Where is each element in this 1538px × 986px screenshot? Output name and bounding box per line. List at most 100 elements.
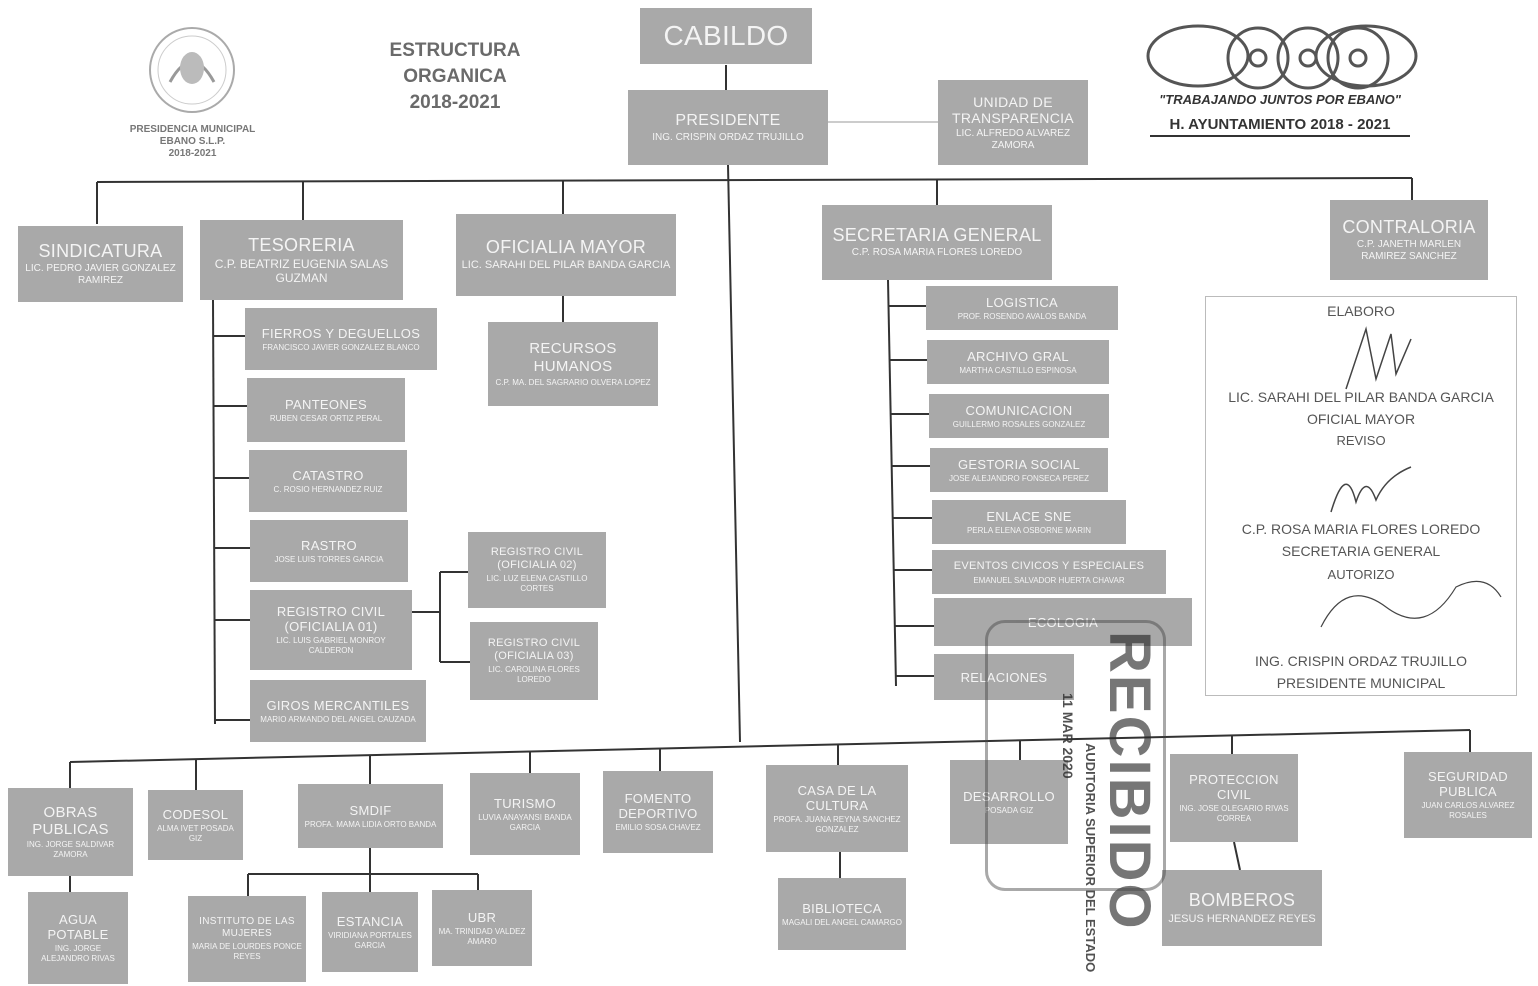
node-holder: LIC. PEDRO JAVIER GONZALEZ RAMIREZ (25, 262, 176, 286)
seal-caption-line: EBANO S.L.P. (159, 136, 226, 147)
node-title: UBR (467, 909, 497, 925)
node-holder: JOSE LUIS TORRES GARCIA (274, 554, 384, 564)
node-title: OFICIALIA MAYOR (485, 237, 647, 257)
node-obras: OBRAS PUBLICAS ING. JORGE SALDIVAR ZAMOR… (8, 788, 133, 876)
node-title: BIBLIOTECA (802, 900, 882, 916)
node-title: CASA DE LA CULTURA (797, 782, 877, 813)
node-biblioteca: BIBLIOTECA MAGALI DEL ANGEL CAMARGO (778, 878, 906, 950)
node-holder: MARIO ARMANDO DEL ANGEL CAUZADA (260, 714, 416, 724)
node-title: RECURSOS HUMANOS (529, 340, 617, 375)
title-line: ESTRUCTURA (389, 40, 521, 61)
node-seguridad: SEGURIDAD PUBLICA JUAN CARLOS ALVAREZ RO… (1404, 752, 1532, 838)
node-title: SMDIF (349, 802, 392, 818)
node-holder: C.P. JANETH MARLEN RAMIREZ SANCHEZ (1356, 238, 1462, 262)
node-holder: ING. JORGE ALEJANDRO RIVAS (41, 944, 115, 963)
signature-panel: ELABORO LIC. SARAHI DEL PILAR BANDA GARC… (1205, 296, 1517, 696)
node-holder: LIC. LUIS GABRIEL MONROY CALDERON (276, 636, 386, 655)
elaboro-label: ELABORO (1327, 303, 1395, 319)
node-holder: ING. JOSE OLEGARIO RIVAS CORREA (1179, 804, 1289, 823)
node-title: EVENTOS CIVICOS Y ESPECIALES (953, 559, 1145, 572)
node-title: ENLACE SNE (986, 508, 1072, 524)
node-ecologia: ECOLOGIA (934, 598, 1192, 646)
node-secretaria: SECRETARIA GENERAL C.P. ROSA MARIA FLORE… (822, 205, 1052, 280)
node-instituto: INSTITUTO DE LAS MUJERES MARIA DE LOURDE… (188, 896, 306, 982)
node-title: RASTRO (301, 537, 357, 553)
node-smdif: SMDIF PROFA. MAMA LIDIA ORTO BANDA (298, 784, 443, 848)
node-holder: LIC. ALFREDO ALVAREZ ZAMORA (955, 127, 1071, 151)
node-contraloria: CONTRALORIA C.P. JANETH MARLEN RAMIREZ S… (1330, 200, 1488, 280)
signature-mark (1330, 466, 1412, 513)
node-archivo: ARCHIVO GRAL MARTHA CASTILLO ESPINOSA (927, 340, 1109, 384)
node-holder: C.P. ROSA MARIA FLORES LOREDO (851, 247, 1023, 258)
node-presidente: PRESIDENTE ING. CRISPIN ORDAZ TRUJILLO (628, 90, 828, 165)
node-transparencia: UNIDAD DE TRANSPARENCIA LIC. ALFREDO ALV… (938, 80, 1088, 165)
seal-caption-line: PRESIDENCIA MUNICIPAL (129, 124, 256, 135)
node-holder: PROF. ROSENDO AVALOS BANDA (957, 311, 1087, 321)
reviso-name: C.P. ROSA MARIA FLORES LOREDO (1241, 521, 1481, 537)
node-title: TURISMO (493, 795, 557, 811)
node-title: SECRETARIA GENERAL (832, 225, 1042, 245)
node-holder: PROFA. JUANA REYNA SANCHEZ GONZALEZ (773, 814, 901, 834)
node-title: CABILDO (663, 20, 789, 51)
page-title: ESTRUCTURA ORGANICA 2018-2021 (370, 38, 540, 116)
reviso-label: REVISO (1336, 433, 1386, 448)
node-registro-02: REGISTRO CIVIL (OFICIALIA 02) LIC. LUZ E… (468, 532, 606, 608)
node-codesol: CODESOL ALMA IVET POSADA GIZ (148, 790, 243, 860)
node-gestoria: GESTORIA SOCIAL JOSE ALEJANDRO FONSECA P… (930, 448, 1108, 492)
node-holder: MARTHA CASTILLO ESPINOSA (959, 365, 1077, 375)
node-catastro: CATASTRO C. ROSIO HERNANDEZ RUIZ (249, 450, 407, 512)
node-title: REGISTRO CIVIL (OFICIALIA 02) (490, 546, 584, 571)
smile-rings-icon (1146, 24, 1418, 90)
node-title: SEGURIDAD PUBLICA (1428, 769, 1508, 799)
signature-mark (1345, 326, 1412, 390)
node-holder: MAGALI DEL ANGEL CAMARGO (782, 917, 902, 927)
node-relaciones: RELACIONES (934, 654, 1074, 700)
node-holder: JESUS HERNANDEZ REYES (1168, 912, 1316, 925)
node-holder: VIRIDIANA PORTALES GARCIA (328, 930, 412, 950)
node-title: CODESOL (162, 806, 229, 822)
node-title: OBRAS PUBLICAS (32, 804, 109, 838)
autorizo-name: ING. CRISPIN ORDAZ TRUJILLO (1254, 653, 1468, 669)
node-comunicacion: COMUNICACION GUILLERMO ROSALES GONZALEZ (929, 394, 1109, 438)
node-registro-03: REGISTRO CIVIL (OFICIALIA 03) LIC. CAROL… (470, 622, 598, 700)
node-holder: JOSE ALEJANDRO FONSECA PEREZ (948, 473, 1090, 483)
node-title: ARCHIVO GRAL (967, 348, 1069, 364)
node-fierros: FIERROS Y DEGUELLOS FRANCISCO JAVIER GON… (245, 308, 437, 370)
node-title: TESORERIA (248, 234, 355, 255)
node-title: PRESIDENTE (675, 112, 781, 129)
node-agua: AGUA POTABLE ING. JORGE ALEJANDRO RIVAS (28, 892, 128, 984)
node-title: ESTANCIA (336, 913, 404, 929)
node-title: REGISTRO CIVIL (OFICIALIA 01) (276, 604, 386, 634)
node-title: REGISTRO CIVIL (OFICIALIA 03) (487, 637, 581, 662)
node-ubr: UBR MA. TRINIDAD VALDEZ AMARO (432, 890, 532, 966)
node-estancia: ESTANCIA VIRIDIANA PORTALES GARCIA (322, 892, 418, 972)
node-proteccion: PROTECCION CIVIL ING. JOSE OLEGARIO RIVA… (1170, 754, 1298, 842)
node-eventos: EVENTOS CIVICOS Y ESPECIALES EMANUEL SAL… (932, 550, 1166, 594)
node-holder: ING. JORGE SALDIVAR ZAMORA (26, 840, 115, 859)
node-bomberos: BOMBEROS JESUS HERNANDEZ REYES (1162, 870, 1322, 946)
node-title: SINDICATURA (38, 240, 163, 261)
node-title: GIROS MERCANTILES (266, 697, 410, 713)
title-line: ORGANICA (403, 66, 507, 87)
seal-icon (149, 27, 235, 113)
node-sindicatura: SINDICATURA LIC. PEDRO JAVIER GONZALEZ R… (18, 226, 183, 302)
node-holder: MA. TRINIDAD VALDEZ AMARO (438, 926, 526, 946)
node-holder: JUAN CARLOS ALVAREZ ROSALES (1421, 801, 1515, 820)
node-title: BOMBEROS (1188, 889, 1296, 910)
node-desarrollo: DESARROLLO POSADA GIZ (950, 760, 1068, 844)
node-panteones: PANTEONES RUBEN CESAR ORTIZ PERAL (247, 378, 405, 442)
node-title: ECOLOGIA (1027, 614, 1099, 630)
node-holder: LIC. CAROLINA FLORES LOREDO (488, 665, 580, 684)
node-holder: POSADA GIZ (984, 805, 1034, 815)
node-holder: PERLA ELENA OSBORNE MARIN (966, 525, 1092, 535)
node-title: LOGISTICA (985, 294, 1059, 310)
node-title: CATASTRO (292, 467, 364, 483)
node-holder: PROFA. MAMA LIDIA ORTO BANDA (304, 819, 437, 829)
node-rastro: RASTRO JOSE LUIS TORRES GARCIA (250, 520, 408, 582)
node-title: PANTEONES (285, 396, 367, 412)
node-holder: EMANUEL SALVADOR HUERTA CHAVAR (973, 575, 1125, 585)
node-holder: ALMA IVET POSADA GIZ (157, 823, 234, 843)
node-cabildo: CABILDO (640, 8, 812, 64)
node-title: CONTRALORIA (1342, 216, 1476, 237)
